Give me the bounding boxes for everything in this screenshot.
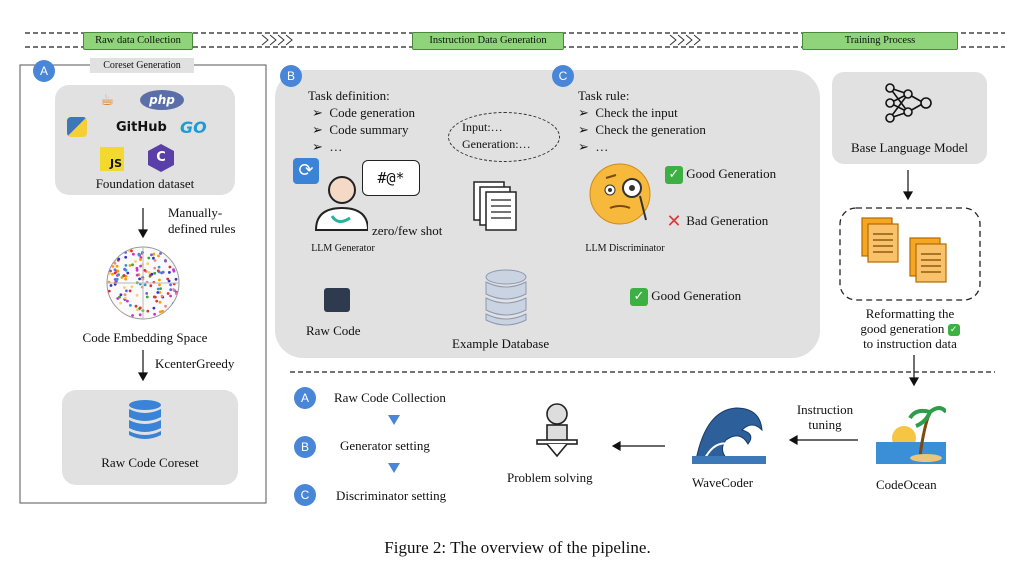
codeocean-label: CodeOcean	[876, 477, 937, 492]
step-discriminator: Discriminator setting	[336, 488, 447, 503]
example-database-icon	[485, 269, 527, 326]
kcenter-label: KcenterGreedy	[155, 356, 235, 371]
badge-b: B	[280, 65, 302, 87]
wave-icon	[692, 407, 766, 464]
llm-generator-label: LLM Generator	[311, 243, 375, 254]
github-icon: GitHub	[116, 120, 167, 135]
llm-discriminator-label: LLM Discriminator	[585, 243, 665, 254]
step-badge-b: B	[294, 436, 316, 458]
zero-few-label: zero/few shot	[372, 223, 443, 238]
bad-generation-row: ✕ Bad Generation	[665, 213, 768, 231]
discriminator-face-icon	[589, 163, 651, 225]
base-model-panel	[832, 72, 987, 164]
reformat-text: Reformatting the good generation ✓ to in…	[825, 306, 995, 351]
island-icon	[876, 406, 946, 464]
raw-code-label: Raw Code	[306, 323, 361, 338]
database-icon	[129, 400, 161, 439]
task-rule-item: ➢ …	[578, 139, 609, 154]
go-icon: GO	[180, 118, 207, 137]
step-badge-c: C	[294, 484, 316, 506]
task-def-item: ➢ Code summary	[312, 122, 409, 137]
good-generation-label: Good Generation	[686, 166, 777, 181]
badge-a: A	[33, 60, 55, 82]
go-icon-label: GO	[180, 118, 207, 137]
documents-icon	[473, 181, 517, 231]
php-icon: php	[140, 90, 184, 110]
python-icon	[67, 117, 87, 137]
thought-cloud	[448, 112, 560, 162]
bad-generation-label: Bad Generation	[686, 213, 769, 228]
task-def-item: ➢ …	[312, 139, 343, 154]
robot-icon	[536, 403, 578, 458]
js-icon: JS	[100, 147, 124, 171]
foundation-label: Foundation dataset	[95, 176, 195, 191]
neural-network-icon	[885, 83, 932, 123]
task-rule-item-text: Check the generation	[595, 122, 706, 137]
good-generation-row-2: ✓ Good Generation	[630, 288, 742, 307]
reformat-line-1: Reformatting the	[865, 306, 955, 321]
badge-c: C	[552, 65, 574, 87]
coreset-name: Raw Code Coreset	[101, 455, 199, 470]
coreset-label: Coreset Generation	[90, 58, 194, 73]
example-db-label: Example Database	[452, 336, 550, 351]
problem-solving-label: Problem solving	[507, 470, 593, 485]
good-generation-label-2: Good Generation	[651, 288, 742, 303]
stage-instruction: Instruction Data Generation	[412, 32, 564, 50]
task-def-item-text: …	[329, 139, 343, 154]
embedding-sphere	[106, 246, 180, 320]
task-rule-title: Task rule:	[578, 88, 630, 103]
stage-raw-data: Raw data Collection	[83, 32, 193, 50]
good-generation-row: ✓ Good Generation	[665, 166, 777, 185]
task-rule-item: ➢ Check the generation	[578, 122, 706, 137]
cloud-input: Input:…	[462, 120, 503, 134]
wavecoder-label: WaveCoder	[692, 475, 754, 490]
instruction-docs-icon	[861, 217, 947, 283]
task-rule-list: ➢ Check the input ➢ Check the generation…	[578, 104, 706, 155]
reformat-line-3: to instruction data	[863, 336, 957, 352]
task-rule-item: ➢ Check the input	[578, 105, 678, 120]
reformat-line-2-wrap: good generation ✓	[825, 321, 995, 337]
task-def-item-text: Code summary	[329, 122, 409, 137]
manually-label: Manually-defined rules	[168, 205, 236, 236]
java-icon: ☕	[100, 90, 115, 109]
figure-caption: Figure 2: The overview of the pipeline.	[384, 538, 651, 557]
refresh-icon: ⟳	[293, 158, 319, 184]
chat-bubble-icon: #@*	[362, 160, 420, 196]
person-icon	[314, 176, 368, 231]
cross-icon: ✕	[666, 211, 682, 233]
step-badge-a: A	[294, 387, 316, 409]
step-generator: Generator setting	[340, 438, 430, 453]
stage-training: Training Process	[802, 32, 958, 50]
instruction-tuning-label: Instruction tuning	[796, 402, 854, 432]
task-def-title: Task definition:	[308, 88, 390, 103]
task-def-list: ➢ Code generation ➢ Code summary ➢ …	[312, 104, 415, 155]
instruction-panel	[275, 70, 820, 358]
task-rule-item-text: …	[595, 139, 609, 154]
task-def-item-text: Code generation	[329, 105, 415, 120]
reformat-line-2: good generation	[860, 321, 945, 336]
embedding-label: Code Embedding Space	[82, 330, 208, 345]
base-model-label: Base Language Model	[851, 140, 968, 155]
csharp-icon: C	[148, 144, 174, 172]
cloud-generation: Generation:…	[462, 137, 531, 151]
task-def-item: ➢ Code generation	[312, 105, 415, 120]
step-raw-code: Raw Code Collection	[334, 390, 446, 405]
task-rule-item-text: Check the input	[595, 105, 678, 120]
check-icon-small: ✓	[947, 324, 960, 337]
code-icon	[324, 288, 350, 312]
check-icon: ✓	[630, 288, 648, 307]
check-icon: ✓	[665, 166, 683, 185]
